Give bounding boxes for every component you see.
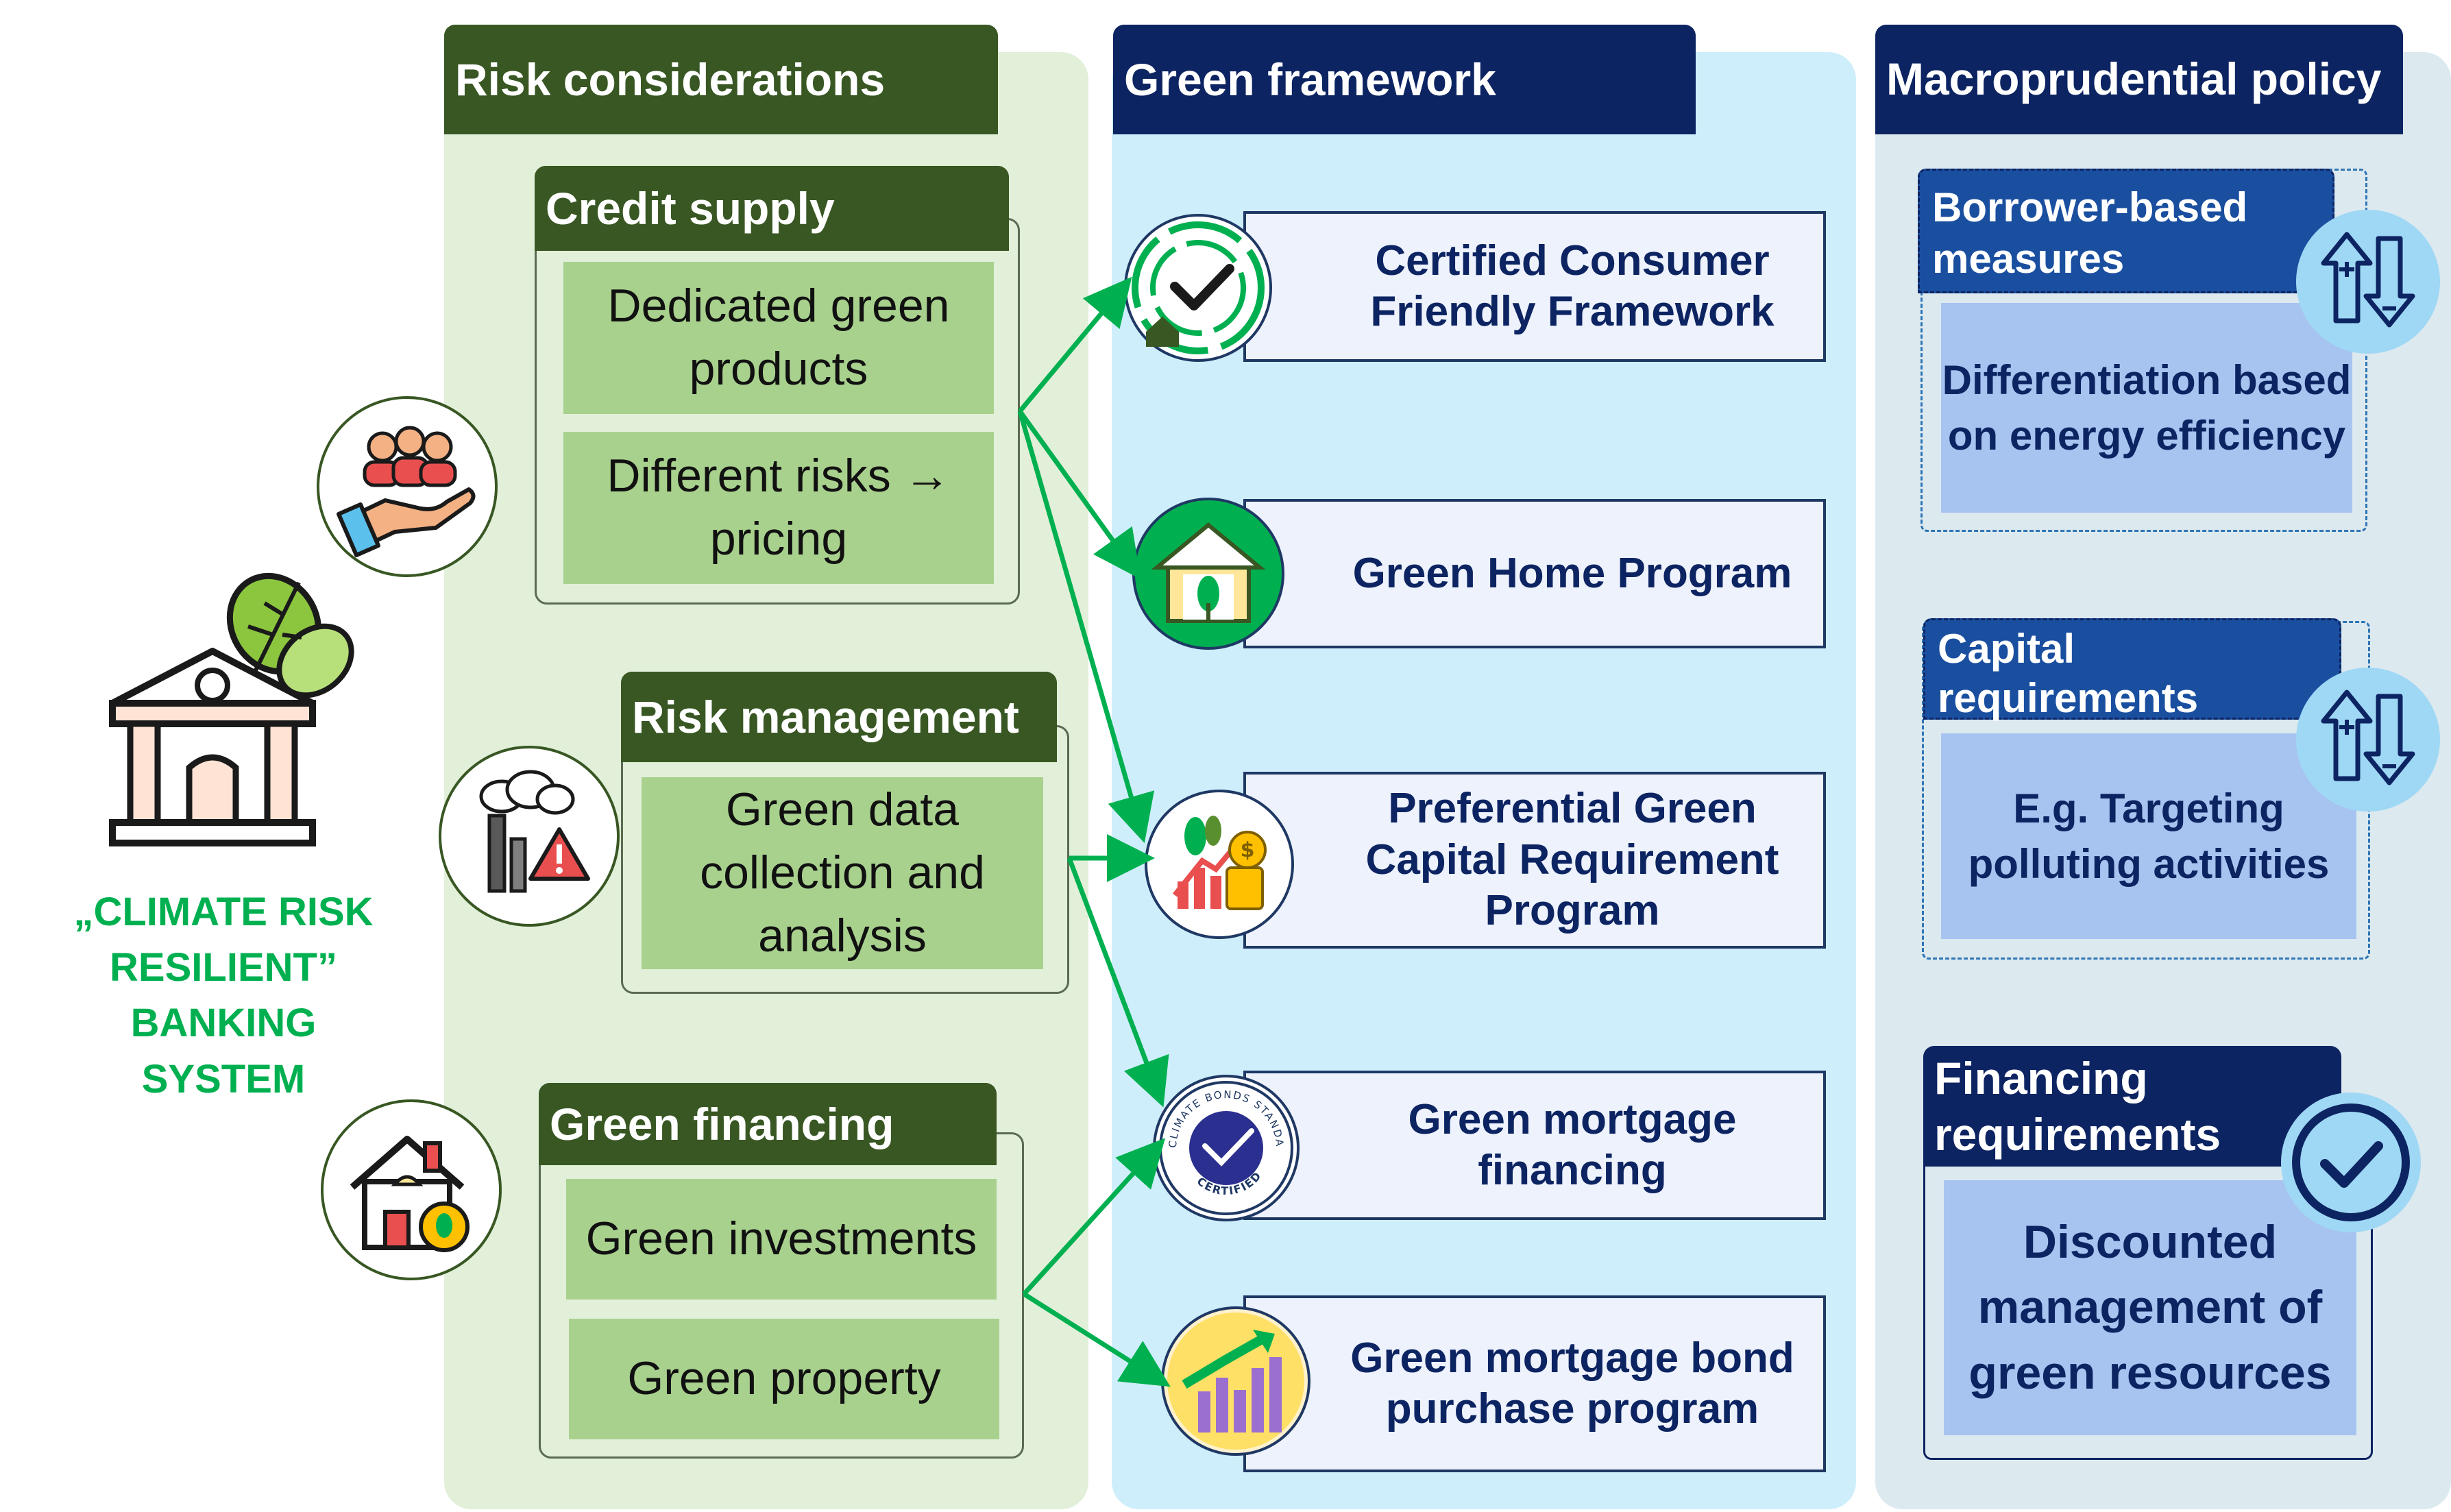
green-bank-icon [103,569,356,857]
people-in-hand-icon [317,396,498,577]
green-financing-header: Green financing [539,1083,997,1165]
target-check-icon [1124,214,1272,362]
financing-item-property: Green property [569,1319,999,1439]
risk-management-header: Risk management [621,672,1057,762]
program-certified-consumer-friendly: Certified Consumer Friendly Framework [1243,211,1826,362]
green-home-icon [1132,498,1284,650]
capital-requirements-header: Capital requirements [1923,618,2341,721]
green-framework-header: Green framework [1113,25,1696,134]
risk-considerations-header: Risk considerations [444,25,998,134]
program-mortgage-bond-purchase: Green mortgage bond purchase program [1243,1295,1826,1472]
borrower-item-energy-efficiency: Differentiation based on energy efficien… [1941,303,2352,513]
up-down-arrows-icon [2296,668,2440,812]
borrower-based-header: Borrower-based measures [1918,169,2334,293]
climate-resilient-banking-label: „CLIMATE RISK RESILIENT” BANKING SYSTEM [73,890,374,1101]
program-green-mortgage-financing: Green mortgage financing [1243,1071,1826,1220]
up-down-arrows-icon [2296,210,2440,354]
program-preferential-capital: Preferential Green Capital Requirement P… [1243,772,1826,949]
factory-warning-icon [439,746,620,927]
program-green-home: Green Home Program [1243,499,1826,648]
financing-item-investments: Green investments [566,1179,997,1300]
financing-requirements-header: Financing requirements [1923,1046,2341,1167]
growth-coins-icon: $ [1145,790,1294,939]
credit-item-risk-pricing: Different risks → pricing [563,432,994,584]
capital-item-polluting-activities: E.g. Targeting polluting activities [1941,733,2356,939]
financing-item-green-resources: Discounted management of green resources [1944,1180,2356,1435]
risk-item-green-data: Green data collection and analysis [642,777,1043,969]
bond-growth-chart-icon [1161,1306,1310,1456]
climate-bonds-badge-icon: CLIMATE BONDS STANDARD CERTIFIED [1151,1068,1300,1221]
checkmark-circle-icon [2281,1093,2421,1232]
credit-supply-header: Credit supply [535,166,1009,251]
macroprudential-header: Macroprudential policy [1875,25,2403,134]
credit-item-green-products: Dedicated green products [563,262,994,414]
svg-text:$: $ [1241,838,1255,862]
green-house-icon [321,1099,502,1280]
